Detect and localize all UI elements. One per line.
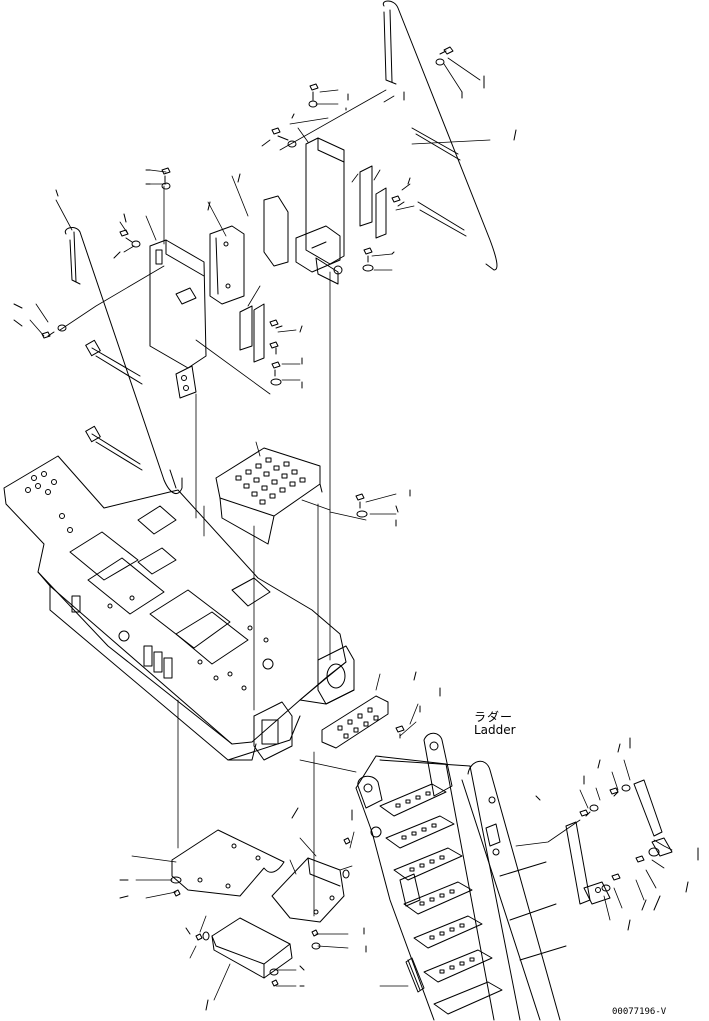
washer <box>132 241 140 247</box>
bolt <box>344 838 350 844</box>
ladder-assembly <box>356 733 566 1020</box>
washer <box>162 183 170 189</box>
bolt <box>310 84 318 100</box>
washer <box>622 785 630 791</box>
main-deck-frame <box>4 456 354 760</box>
washer <box>602 885 610 891</box>
bolt <box>580 810 590 816</box>
washer <box>343 870 349 878</box>
washer <box>436 59 444 65</box>
bottom-cover-plates <box>172 830 344 978</box>
bolt <box>196 934 202 940</box>
bolt <box>272 980 278 986</box>
bolt <box>392 196 404 206</box>
bolt <box>440 47 453 54</box>
washer <box>288 141 296 147</box>
washer <box>590 805 598 811</box>
bolt <box>270 320 282 328</box>
bolt <box>312 930 318 936</box>
washer <box>271 379 281 385</box>
washer <box>203 932 209 940</box>
bolt <box>272 128 288 140</box>
washer <box>58 325 66 331</box>
bolt <box>610 788 618 796</box>
bolt <box>636 856 644 862</box>
bolt <box>270 342 278 354</box>
bolt <box>162 168 170 182</box>
bolt <box>356 494 364 508</box>
left-handrail <box>65 228 182 494</box>
ladder-side-plates <box>566 780 672 904</box>
middle-step <box>216 448 322 544</box>
drawing-number: 00077196-V <box>612 1007 667 1017</box>
ladder-label-japanese: ラダー <box>474 710 514 724</box>
left-bracket-plate <box>150 226 264 398</box>
leader-lines <box>30 58 672 1000</box>
washer <box>363 265 373 271</box>
bolt <box>42 332 54 338</box>
washer <box>270 969 278 975</box>
ladder-label-english: Ladder <box>474 723 516 737</box>
lock-pin <box>408 960 420 990</box>
bolt <box>612 874 620 880</box>
fasteners <box>42 47 659 992</box>
lower-small-step <box>322 696 388 748</box>
right-handrail <box>383 1 497 270</box>
washer <box>357 511 367 517</box>
callout-ticks <box>14 76 698 1010</box>
washer <box>649 848 659 856</box>
bolt <box>272 362 280 376</box>
bolt <box>174 890 180 896</box>
ladder-rungs <box>380 784 502 1014</box>
bolt <box>364 248 372 262</box>
center-upright-bracket <box>264 138 386 284</box>
bolt <box>120 230 132 242</box>
step-tread-holes <box>236 458 305 504</box>
ladder-rung-holes <box>396 792 474 973</box>
